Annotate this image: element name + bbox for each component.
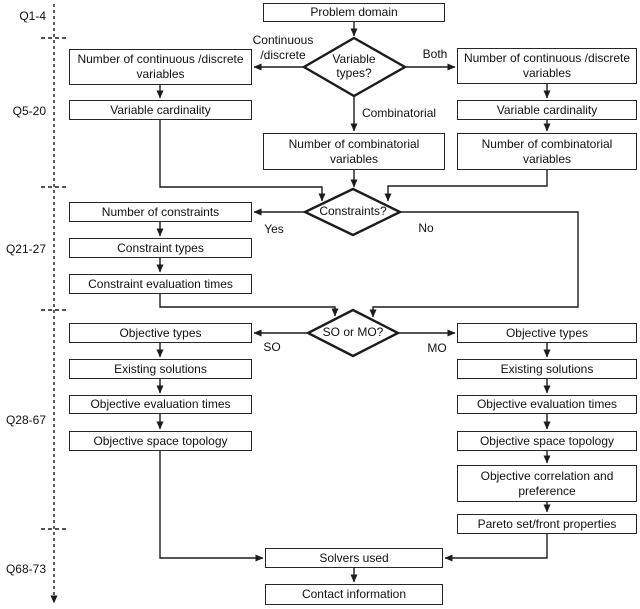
node-left-objective-eval-times: Objective evaluation times [69,395,252,414]
question-range-q68-73: Q68-73 [5,562,46,576]
node-mid-num-combinatorial: Number of combinatorial variables [263,133,445,170]
edge-label-so: SO [263,340,281,354]
so-or-mo-label: SO or MO? [322,325,384,339]
variable-types-label: Variable types? [332,52,376,81]
node-constraint-types: Constraint types [69,238,252,258]
edge-label-yes: Yes [264,222,284,236]
node-left-objective-types: Objective types [69,323,252,343]
question-range-q28-67: Q28-67 [5,413,46,427]
node-contact-information: Contact information [265,584,443,605]
node-left-variable-cardinality: Variable cardinality [69,100,252,120]
node-left-objective-space-topology: Objective space topology [69,431,252,451]
constraints-label: Constraints? [319,204,387,218]
so-or-mo-diamond [305,308,401,358]
node-right-num-cont-disc: Number of continuous /discrete variables [457,48,637,84]
question-range-q21-27: Q21-27 [5,242,46,256]
constraints-diamond [302,187,403,237]
node-num-constraints: Number of constraints [69,202,252,222]
node-right-existing-solutions: Existing solutions [457,359,637,379]
node-right-num-combinatorial: Number of combinatorial variables [457,133,637,170]
node-right-objective-eval-times: Objective evaluation times [457,395,637,414]
edge-label-combinatorial: Combinatorial [362,106,437,120]
question-range-q5-20: Q5-20 [12,104,46,118]
question-range-q1-4: Q1-4 [19,9,46,23]
node-right-objective-types: Objective types [457,323,637,343]
node-solvers-used: Solvers used [265,548,443,568]
edge-label-both: Both [422,47,448,61]
node-right-variable-cardinality: Variable cardinality [457,100,637,120]
edge-label-continuous-discrete: Continuous /discrete [252,33,314,62]
edge-label-no: No [418,221,434,235]
node-left-existing-solutions: Existing solutions [69,359,252,379]
node-problem-domain: Problem domain [263,3,445,22]
node-constraint-eval-times: Constraint evaluation times [69,274,252,294]
edge-label-mo: MO [427,341,447,355]
node-objective-correlation: Objective correlation and preference [457,465,637,502]
node-left-num-cont-disc: Number of continuous /discrete variables [69,49,252,85]
variable-types-diamond [301,36,408,98]
node-pareto-properties: Pareto set/front properties [457,514,637,534]
node-right-objective-space-topology: Objective space topology [457,431,637,451]
